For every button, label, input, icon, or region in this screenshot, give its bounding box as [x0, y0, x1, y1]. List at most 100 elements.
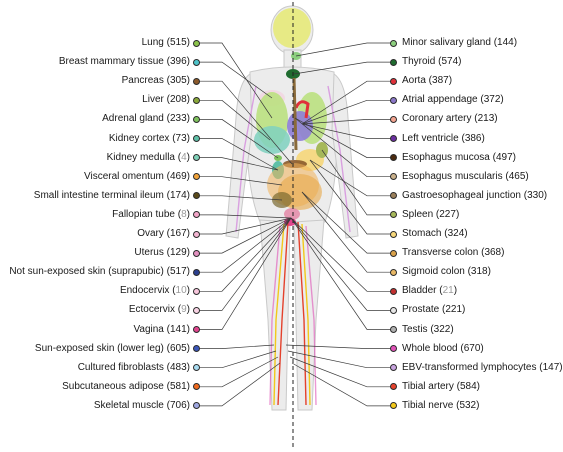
tissue-name: Not sun-exposed skin (suprapubic)	[9, 266, 164, 278]
leader-line	[301, 119, 393, 125]
leader-line	[301, 191, 393, 254]
left-leg-nerve	[273, 223, 285, 406]
leader-line	[309, 159, 393, 235]
tissue-color-dot	[389, 192, 397, 200]
tissue-color-dot	[389, 96, 397, 104]
leader-line	[196, 356, 279, 388]
tissue-color-dot	[192, 402, 200, 410]
tissue-name: Whole blood	[402, 342, 458, 354]
tissue-color-dot	[192, 383, 200, 391]
leader-line	[196, 138, 279, 171]
sample-count: 4	[181, 151, 187, 163]
tissue-label: Adrenal gland (233)	[102, 113, 190, 125]
tissue-label: Small intestine terminal ileum (174)	[33, 189, 190, 201]
left-leg-blood	[269, 225, 281, 406]
leader-line	[290, 217, 393, 292]
tissue-name: Sigmoid colon	[402, 266, 465, 278]
tissue-label: Breast mammary tissue (396)	[58, 56, 190, 68]
sample-count: 8	[181, 208, 187, 220]
leader-line	[290, 217, 393, 311]
tissue-label: Pancreas (305)	[121, 75, 190, 87]
tissue-name: Liver	[142, 94, 164, 106]
bladder-shape	[284, 208, 300, 220]
tissue-label: Left ventricle (386)	[402, 132, 485, 144]
tissue-label: Subcutaneous adipose (581)	[62, 380, 190, 392]
esophagus-shape	[292, 77, 298, 151]
sample-count: 465	[508, 170, 526, 182]
tissue-label: Endocervix (10)	[119, 285, 190, 297]
tissue-name: Adrenal gland	[102, 113, 164, 125]
vessels	[235, 85, 351, 406]
sample-count: 129	[169, 247, 187, 259]
tissue-name: Kidney cortex	[108, 132, 170, 144]
tissue-name: Coronary artery	[402, 113, 472, 125]
right-arm-vessel	[327, 85, 351, 233]
aorta-shape	[294, 100, 310, 119]
sample-count: 227	[439, 208, 456, 220]
sample-count: 372	[483, 94, 501, 106]
tissue-color-dot	[389, 115, 397, 123]
sample-count: 144	[497, 37, 514, 48]
tissue-label: Transverse colon (368)	[402, 247, 505, 259]
leader-line	[196, 42, 273, 119]
tissue-label: Minor salivary gland (144)	[402, 37, 518, 48]
right-arm-outline	[331, 73, 359, 239]
sample-count: 670	[463, 342, 481, 354]
sample-count: 497	[495, 151, 513, 163]
leader-line	[196, 344, 275, 349]
tissue-name: Stomach	[402, 228, 442, 239]
sample-count: 483	[169, 361, 187, 373]
tissue-label: Liver (208)	[142, 94, 190, 106]
tissue-name: Esophagus muscularis	[402, 170, 503, 182]
tissue-color-dot	[389, 268, 397, 276]
heart-shape	[287, 111, 313, 141]
leader-line	[196, 176, 283, 186]
tissue-name: Tibial nerve	[402, 399, 454, 411]
leader-line	[294, 117, 393, 158]
sample-count: 532	[459, 399, 477, 411]
body-map-diagram	[196, 2, 393, 450]
tissue-label: Aorta (387)	[402, 75, 453, 87]
tissue-label: Thyroid (574)	[402, 56, 462, 68]
tissue-label: Vagina (141)	[133, 323, 190, 335]
tissue-color-dot	[192, 211, 200, 219]
tissue-label: Atrial appendage (372)	[402, 94, 504, 106]
tissue-color-dot	[192, 173, 200, 181]
tissue-color-dot	[389, 326, 397, 333]
leader-line	[301, 123, 393, 139]
sample-count: 73	[175, 132, 187, 144]
tissue-color-dot	[389, 287, 397, 295]
tissue-color-dot	[389, 402, 397, 410]
leader-line	[196, 99, 271, 141]
leader-line	[196, 217, 292, 273]
tissue-name: Bladder	[402, 285, 437, 297]
tissue-color-dot	[389, 306, 397, 314]
tissue-color-dot	[389, 345, 397, 353]
sample-count: 10	[175, 285, 187, 297]
tissue-color-dot	[192, 364, 200, 372]
leader-line	[196, 80, 293, 165]
leader-line	[196, 217, 292, 254]
tissue-label: Tibial artery (584)	[402, 380, 481, 392]
tissue-name: Small intestine terminal ileum	[33, 189, 164, 201]
tissue-color-dot	[192, 96, 200, 104]
sample-count: 330	[527, 189, 544, 201]
leader-line	[196, 217, 292, 330]
tissue-name: Visceral omentum	[84, 170, 164, 182]
sample-count: 208	[169, 94, 187, 106]
tissue-label: Whole blood (670)	[402, 342, 484, 354]
leader-line	[285, 344, 393, 349]
tissue-color-dot	[192, 287, 200, 295]
leader-line	[294, 117, 393, 178]
tissue-color-dot	[192, 249, 200, 257]
tissue-label: Prostate (221)	[402, 304, 466, 316]
tissue-label: Sigmoid colon (318)	[402, 266, 491, 278]
tissue-name: Uterus	[134, 247, 164, 259]
tissue-color-dot	[192, 154, 200, 162]
sample-count: 221	[445, 304, 463, 316]
tissue-color-dot	[389, 154, 397, 162]
sample-count: 517	[169, 266, 187, 278]
tissue-color-dot	[389, 364, 397, 372]
tissue-name: Ovary	[137, 228, 164, 239]
tissue-name: EBV-transformed lymphocytes	[402, 361, 537, 373]
